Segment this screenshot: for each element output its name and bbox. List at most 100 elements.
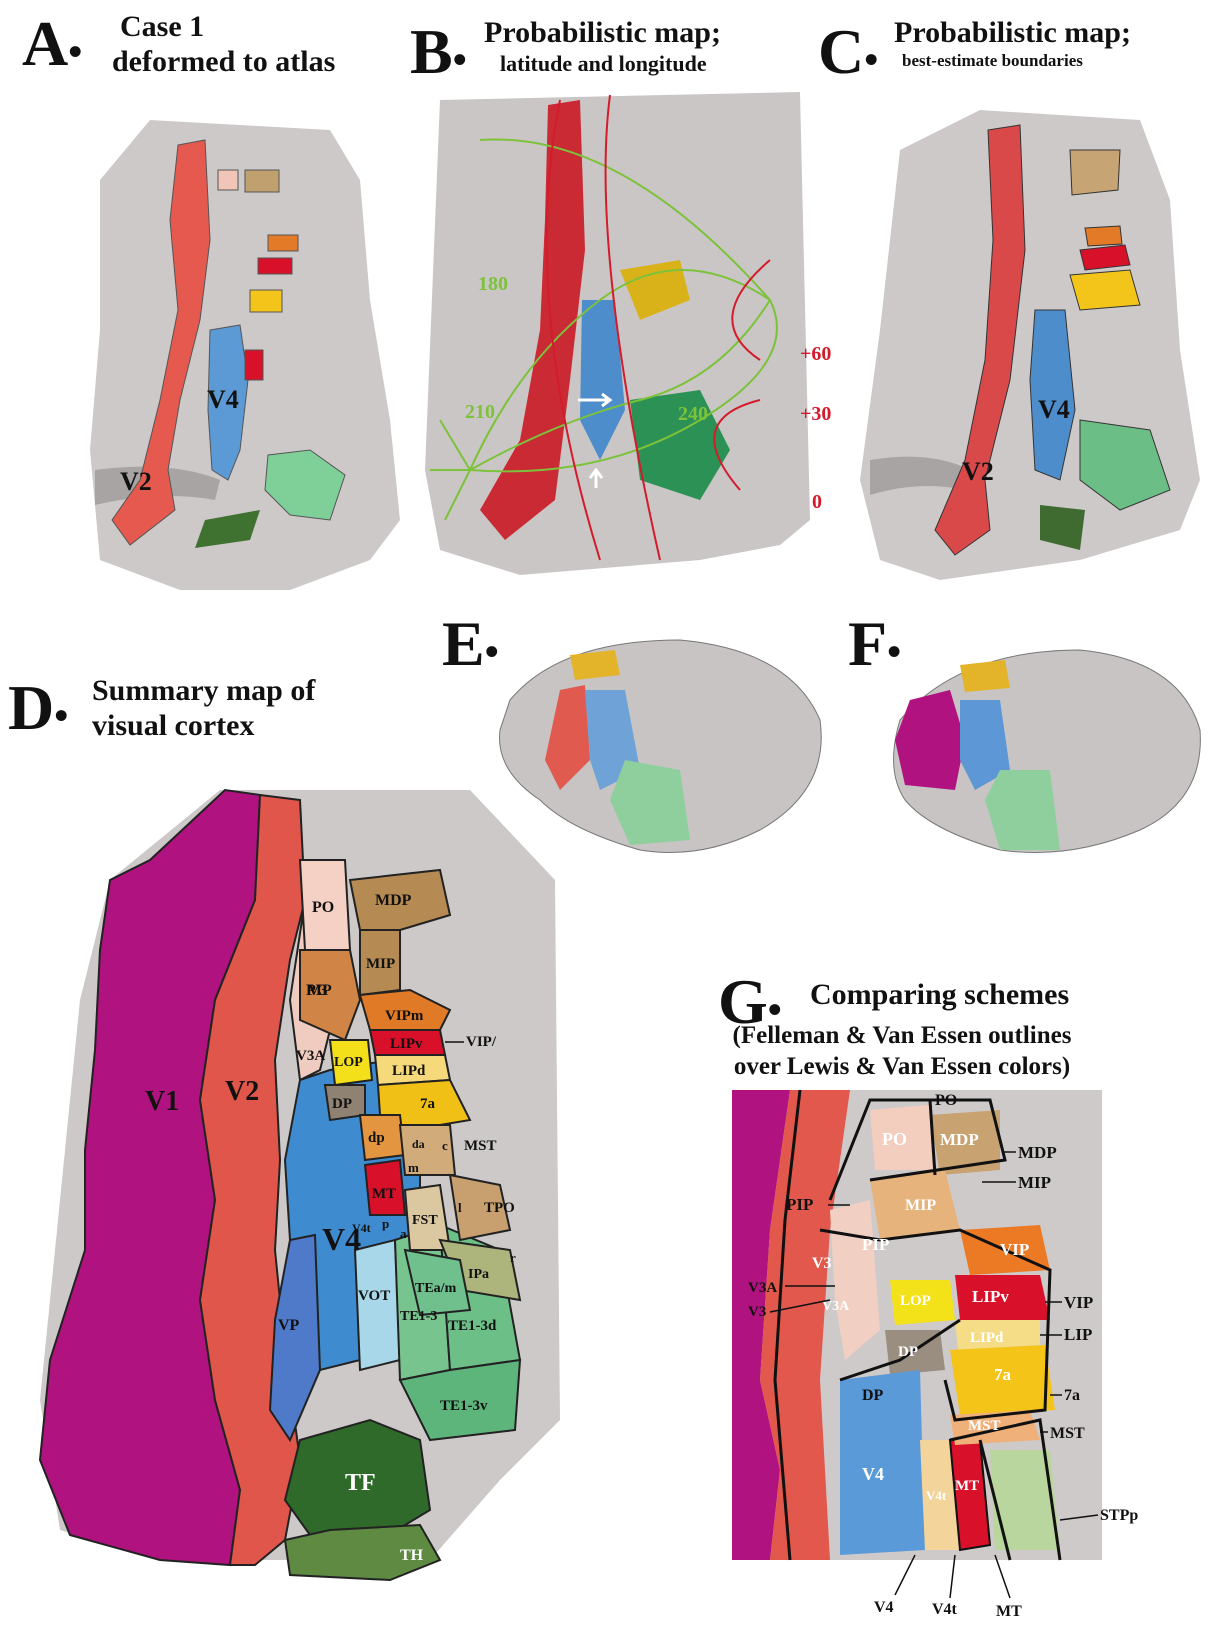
panel-g-map: PO PO MDP MDP MIP MIP PIP PIP VIP V3 V3A… xyxy=(732,1090,1138,1620)
panel-g-label-dp: DP xyxy=(898,1344,918,1360)
panel-d-label-tpo: TPO xyxy=(484,1200,515,1216)
panel-g-label-7a-out: 7a xyxy=(1064,1387,1080,1404)
panel-c-flatmap-background xyxy=(860,110,1200,580)
panel-c-red xyxy=(1080,245,1130,270)
panel-d-label-m: m xyxy=(408,1160,419,1175)
panel-g-label-pip-out: PIP xyxy=(786,1195,813,1214)
panel-d-label-vipm: VIPm xyxy=(385,1008,424,1024)
panel-d-label-r: r xyxy=(510,1250,516,1265)
panel-d-label-v2: V2 xyxy=(225,1076,259,1107)
panel-d-vot xyxy=(355,1240,400,1370)
panel-d-label-c: c xyxy=(442,1138,448,1153)
panel-g-label-mt-bottom: MT xyxy=(996,1603,1022,1620)
panel-d-label-dp-lower: dp xyxy=(368,1130,385,1146)
panel-d-label-pip: PIP xyxy=(306,982,332,999)
panel-f-brain xyxy=(894,650,1201,853)
panel-d-label-te13d: TE1-3d xyxy=(448,1318,497,1334)
panel-g-label-v4t-bottom: V4t xyxy=(932,1601,958,1618)
panel-c-label-v4: V4 xyxy=(1038,395,1070,424)
panel-d-label-vip: VIP/ xyxy=(466,1034,497,1050)
panel-b-label-plus30: +30 xyxy=(800,403,831,425)
panel-d-label-vp: VP xyxy=(278,1317,300,1334)
panel-a-label-v2: V2 xyxy=(120,467,152,496)
panel-c-map: V4 V2 xyxy=(860,110,1200,580)
panel-d-label-mip: MIP xyxy=(366,956,395,972)
panel-b-map: 180 210 240 +60 +30 0 xyxy=(425,92,831,575)
panel-g-label-mst: MST xyxy=(968,1418,1001,1434)
panel-d-label-th: TH xyxy=(400,1547,424,1564)
panel-g-label-lipd: LIPd xyxy=(970,1330,1004,1346)
panel-g-label-mt: MT xyxy=(955,1478,979,1494)
panel-g-label-vip-out: VIP xyxy=(1064,1293,1093,1312)
panel-a-patch-tan xyxy=(245,170,279,192)
panel-d-label-tf: TF xyxy=(345,1470,376,1496)
panel-d-label-te13: TE1-3 xyxy=(400,1309,437,1324)
panel-d-label-ipa: IPa xyxy=(468,1267,489,1282)
panel-d-label-dp: DP xyxy=(332,1096,352,1112)
panel-g-label-v4: V4 xyxy=(862,1464,884,1484)
panel-d-label-l: l xyxy=(458,1200,462,1215)
panel-g-label-pip: PIP xyxy=(862,1235,889,1254)
panel-g-label-mip: MIP xyxy=(905,1197,936,1214)
panel-a-patch-red2 xyxy=(245,350,263,380)
panel-g-label-po-top: PO xyxy=(935,1092,957,1109)
panel-g-label-mdp-out: MDP xyxy=(1018,1143,1057,1162)
panel-d-label-mst: MST xyxy=(464,1138,497,1154)
panel-g-green xyxy=(990,1450,1060,1550)
panel-f-v1 xyxy=(895,690,965,790)
panel-d-label-lipv: LIPv xyxy=(390,1036,423,1052)
panel-f-yellow xyxy=(960,660,1010,692)
panel-c-label-v2: V2 xyxy=(962,457,994,486)
panel-a-patch-red xyxy=(258,258,292,274)
panel-c-tan xyxy=(1070,150,1120,195)
panel-a-patch-orange xyxy=(268,235,298,251)
panel-d-label-a: a xyxy=(400,1226,407,1241)
panel-g-label-lop: LOP xyxy=(900,1293,931,1309)
panel-d-label-v3a: V3A xyxy=(296,1048,325,1064)
panel-a-label-v4: V4 xyxy=(207,385,239,414)
panel-d-label-mt: MT xyxy=(372,1186,396,1202)
panel-a-map: V4 V2 xyxy=(90,120,400,590)
panel-d-label-te13v: TE1-3v xyxy=(440,1398,488,1414)
panel-a-patch-pink xyxy=(218,170,238,190)
panel-g-label-v3a-out: V3A xyxy=(748,1280,777,1296)
panel-d-label-po: PO xyxy=(312,899,334,916)
panel-g-label-stpp: STPp xyxy=(1100,1507,1138,1524)
panel-g-label-v3-out: V3 xyxy=(748,1304,766,1320)
panel-d-label-p: p xyxy=(382,1216,389,1231)
panel-d-label-v1: V1 xyxy=(145,1086,179,1117)
panel-g-label-v4t: V4t xyxy=(926,1488,947,1503)
panel-d-map: V1 V2 V3 V3A V4 VP VOT PO MDP MIP PIP VI… xyxy=(40,790,560,1580)
panel-g-label-mip-out: MIP xyxy=(1018,1173,1051,1192)
panel-g-label-mdp: MDP xyxy=(940,1130,979,1149)
panel-b-label-240: 240 xyxy=(678,403,708,425)
panel-b-label-0: 0 xyxy=(812,491,822,513)
panel-d-label-team: TEa/m xyxy=(415,1281,457,1296)
panel-g-label-lip-out: LIP xyxy=(1064,1325,1092,1344)
panel-d-label-7a: 7a xyxy=(420,1096,436,1112)
panel-g-label-v3: V3 xyxy=(812,1255,832,1272)
panel-g-label-lipv: LIPv xyxy=(972,1287,1009,1306)
panel-c-orange xyxy=(1085,226,1122,246)
panel-b-label-210: 210 xyxy=(465,401,495,423)
panel-g-label-7a: 7a xyxy=(994,1365,1012,1384)
panel-g-label-v4-bottom: V4 xyxy=(874,1599,894,1616)
panel-d-label-lipd: LIPd xyxy=(392,1063,426,1079)
panel-d-label-mdp: MDP xyxy=(375,892,412,909)
panel-g-label-mst-out: MST xyxy=(1050,1425,1085,1442)
panel-c-yellow xyxy=(1070,270,1140,310)
panel-a-patch-yellow xyxy=(250,290,282,312)
panel-e-brain xyxy=(500,640,822,853)
panel-d-label-fst: FST xyxy=(412,1213,438,1228)
panel-d-label-v4t: V4t xyxy=(352,1221,371,1235)
panel-d-label-vot: VOT xyxy=(358,1288,390,1304)
panel-d-label-da: da xyxy=(412,1137,425,1151)
panel-b-label-plus60: +60 xyxy=(800,343,831,365)
panel-g-label-vip: VIP xyxy=(1000,1240,1029,1259)
panel-e-yellow xyxy=(570,650,620,680)
panel-g-label-dp-out: DP xyxy=(862,1387,884,1404)
panel-g-label-po: PO xyxy=(882,1129,907,1149)
panel-d-label-lop: LOP xyxy=(334,1055,363,1070)
panel-b-label-180: 180 xyxy=(478,273,508,295)
